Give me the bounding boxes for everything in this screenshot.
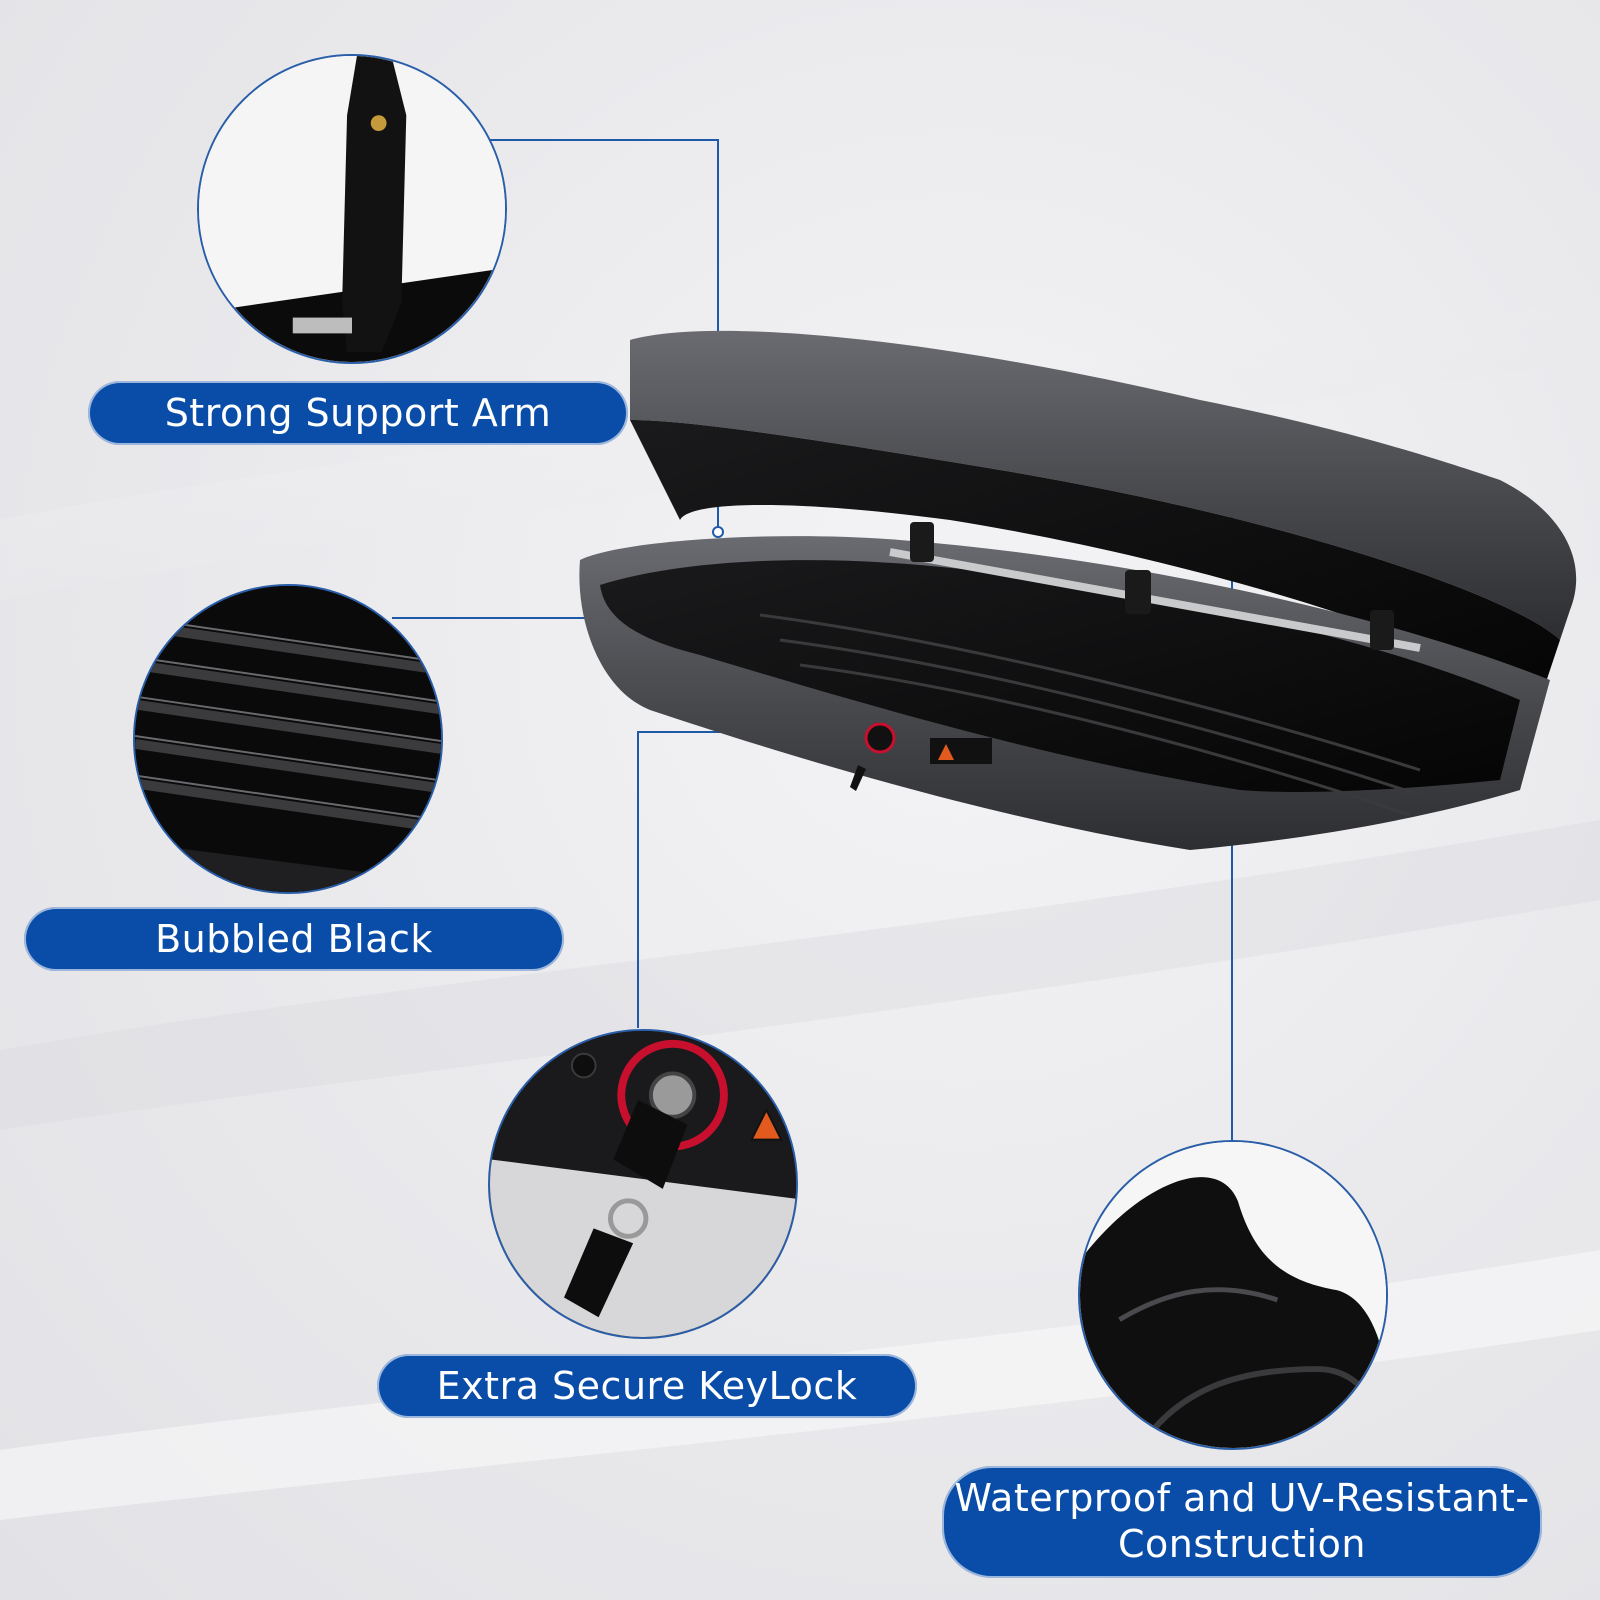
cargo-box-lid-inner bbox=[630, 420, 1560, 700]
warning-label bbox=[930, 738, 992, 764]
label-bubbled-black-text: Bubbled Black bbox=[155, 917, 433, 961]
warning-triangle-icon bbox=[938, 744, 954, 760]
cargo-box-lid bbox=[630, 330, 1577, 640]
label-extra-secure-keylock: Extra Secure KeyLock bbox=[377, 1354, 917, 1418]
callout-image-bubbled-black bbox=[133, 584, 443, 894]
label-bubbled-black: Bubbled Black bbox=[24, 907, 564, 971]
label-extra-secure-keylock-text: Extra Secure KeyLock bbox=[436, 1364, 858, 1408]
label-waterproof-uv-resistant: Waterproof and UV-Resistant- Constructio… bbox=[942, 1466, 1542, 1578]
callout-image-keylock bbox=[488, 1029, 798, 1339]
label-waterproof-line1: Waterproof and UV-Resistant- bbox=[954, 1476, 1530, 1521]
callout-image-waterproof bbox=[1078, 1140, 1388, 1450]
cargo-box-interior bbox=[600, 560, 1520, 792]
key-icon bbox=[850, 765, 866, 791]
label-waterproof-line2: Construction bbox=[1118, 1522, 1366, 1566]
label-strong-support-arm-text: Strong Support Arm bbox=[164, 391, 552, 435]
callout-image-support-arm bbox=[197, 54, 507, 364]
warning-triangle-icon bbox=[749, 1107, 783, 1141]
lock-cylinder bbox=[864, 722, 896, 754]
label-strong-support-arm: Strong Support Arm bbox=[88, 381, 628, 445]
cargo-box-rail bbox=[889, 548, 1421, 652]
